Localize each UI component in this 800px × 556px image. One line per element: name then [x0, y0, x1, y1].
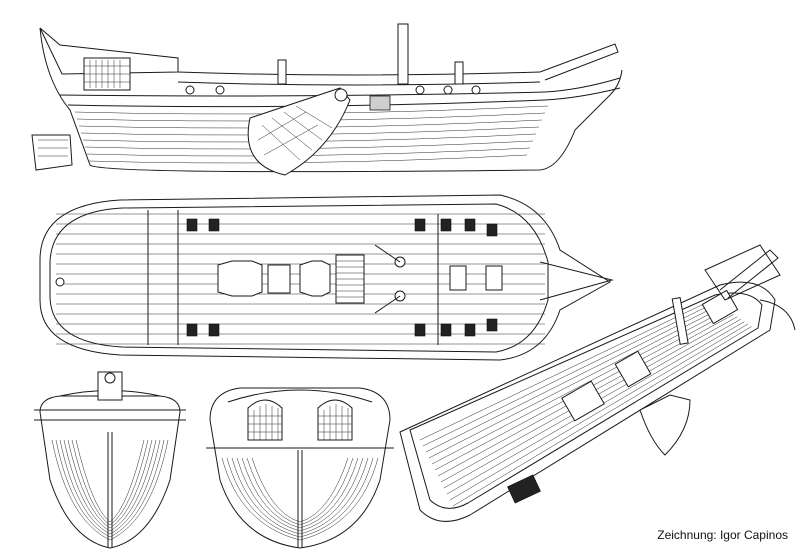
perspective-view [399, 244, 796, 522]
stern-view [206, 387, 394, 549]
drawing-credit: Zeichnung: Igor Capinos [657, 528, 788, 542]
side-profile-view [31, 23, 623, 176]
bow-view [34, 371, 186, 549]
deck-plan-view [39, 194, 614, 361]
